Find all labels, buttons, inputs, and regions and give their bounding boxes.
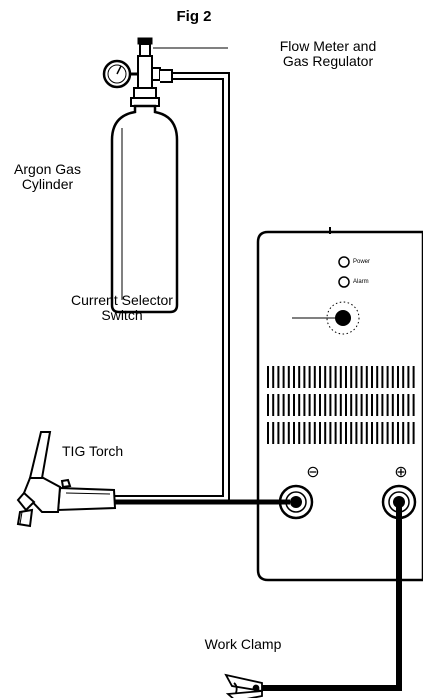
vent-slots: [267, 366, 415, 444]
work-clamp-label: Work Clamp: [204, 636, 282, 652]
alarm-indicator-lamp: [338, 276, 350, 288]
gas-cylinder-label: Argon Gas Cylinder: [0, 162, 95, 192]
current-selector-label-line-2: Switch: [101, 307, 143, 323]
power-indicator-lamp: [338, 256, 350, 268]
work-cable: [260, 502, 402, 691]
current-selector-label: Current Selector Switch: [42, 293, 202, 323]
gas-cylinder-label-line-1: Argon Gas: [14, 161, 81, 177]
flow-meter-label-line-2: Gas Regulator: [282, 53, 374, 69]
gas-cylinder-label-line-2: Cylinder: [21, 176, 74, 192]
negative-terminal-symbol: ⊖: [306, 464, 320, 481]
tig-torch-label: TIG Torch: [62, 443, 124, 459]
flow-meter-label-line-1: Flow Meter and: [279, 38, 377, 54]
alarm-indicator-label: Alarm: [353, 279, 369, 285]
current-selector-label-line-1: Current Selector: [71, 292, 173, 308]
power-indicator-label: Power: [353, 259, 371, 265]
flow-meter-label: Flow Meter and Gas Regulator: [248, 39, 408, 69]
positive-terminal-symbol: ⊕: [394, 464, 408, 481]
gas-regulator: [102, 37, 173, 107]
work-clamp: [224, 673, 263, 698]
negative-terminal: [278, 484, 314, 520]
tig-torch: [16, 431, 117, 528]
argon-cylinder: [110, 104, 179, 314]
current-selector-knob: [326, 301, 360, 335]
figure-title: Fig 2: [176, 8, 212, 25]
